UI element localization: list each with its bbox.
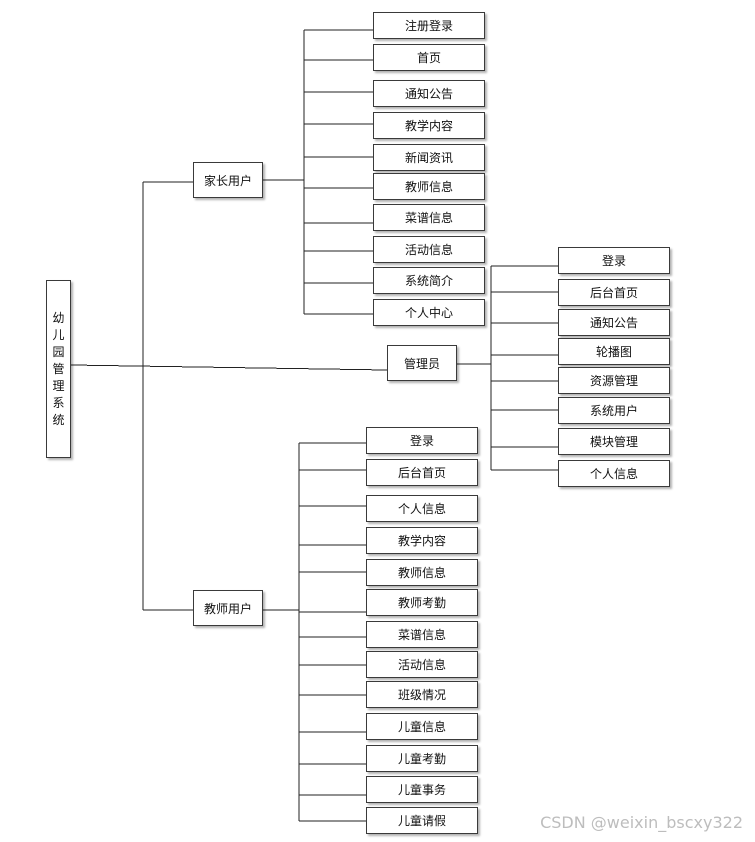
teacher-module-label: 后台首页 [397, 466, 446, 480]
teacher-module-label: 登录 [409, 434, 434, 448]
teacher-module-label: 儿童信息 [397, 720, 446, 734]
teacher-module-label: 教师信息 [397, 566, 446, 580]
parent-module-7: 菜谱信息 [373, 204, 485, 231]
parent-module-label: 教学内容 [404, 119, 453, 133]
teacher-module-5: 教师信息 [366, 559, 478, 586]
parent-module-label: 通知公告 [404, 87, 453, 101]
teacher-module-3: 个人信息 [366, 495, 478, 522]
parent-module-6: 教师信息 [373, 173, 485, 200]
admin-module-label: 登录 [601, 254, 626, 268]
admin-module-1: 登录 [558, 247, 670, 274]
parent-module-1: 注册登录 [373, 12, 485, 39]
parent-module-8: 活动信息 [373, 236, 485, 263]
teacher-module-label: 教师考勤 [397, 596, 446, 610]
teacher-module-4: 教学内容 [366, 527, 478, 554]
admin-module-label: 个人信息 [589, 467, 638, 481]
teacher-module-9: 班级情况 [366, 681, 478, 708]
admin-module-2: 后台首页 [558, 279, 670, 306]
parent-module-5: 新闻资讯 [373, 144, 485, 171]
teacher-module-10: 儿童信息 [366, 713, 478, 740]
parent-module-label: 新闻资讯 [404, 151, 453, 165]
parent-module-label: 菜谱信息 [404, 211, 453, 225]
teacher-module-8: 活动信息 [366, 651, 478, 678]
branch-admin-label: 管理员 [403, 356, 440, 371]
admin-module-label: 轮播图 [595, 345, 632, 359]
admin-module-label: 通知公告 [589, 316, 638, 330]
teacher-module-6: 教师考勤 [366, 589, 478, 616]
teacher-module-label: 儿童请假 [397, 814, 446, 828]
parent-module-10: 个人中心 [373, 299, 485, 326]
parent-module-label: 注册登录 [404, 19, 453, 33]
admin-module-label: 模块管理 [589, 435, 638, 449]
admin-module-6: 系统用户 [558, 397, 670, 424]
parent-module-label: 首页 [416, 51, 441, 65]
teacher-module-label: 教学内容 [397, 534, 446, 548]
branch-teacher-label: 教师用户 [203, 601, 252, 616]
teacher-module-11: 儿童考勤 [366, 745, 478, 772]
teacher-module-label: 个人信息 [397, 502, 446, 516]
parent-module-label: 系统简介 [404, 274, 453, 288]
branch-parent-label: 家长用户 [203, 173, 252, 188]
teacher-module-13: 儿童请假 [366, 807, 478, 834]
parent-module-label: 个人中心 [404, 306, 453, 320]
parent-module-9: 系统简介 [373, 267, 485, 294]
parent-module-4: 教学内容 [373, 112, 485, 139]
root-to-admin-line [70, 364, 388, 371]
admin-module-3: 通知公告 [558, 309, 670, 336]
parent-module-2: 首页 [373, 44, 485, 71]
admin-module-8: 个人信息 [558, 460, 670, 487]
branch-parent-user: 家长用户 [193, 162, 263, 198]
branch-teacher-user: 教师用户 [193, 590, 263, 626]
admin-module-label: 后台首页 [589, 286, 638, 300]
parent-module-label: 活动信息 [404, 243, 453, 257]
parent-module-label: 教师信息 [404, 180, 453, 194]
branch-admin: 管理员 [387, 345, 457, 381]
teacher-module-label: 班级情况 [397, 688, 446, 702]
teacher-module-7: 菜谱信息 [366, 621, 478, 648]
admin-module-5: 资源管理 [558, 367, 670, 394]
admin-module-label: 资源管理 [589, 374, 638, 388]
csdn-watermark: CSDN @weixin_bscxy322 [540, 813, 743, 832]
admin-module-label: 系统用户 [589, 404, 638, 418]
parent-module-3: 通知公告 [373, 80, 485, 107]
root-label: 幼儿园管理系统 [52, 310, 65, 427]
root-node: 幼儿园管理系统 [46, 280, 71, 458]
admin-module-4: 轮播图 [558, 338, 670, 365]
admin-module-7: 模块管理 [558, 428, 670, 455]
teacher-module-label: 活动信息 [397, 658, 446, 672]
teacher-module-2: 后台首页 [366, 459, 478, 486]
teacher-module-12: 儿童事务 [366, 776, 478, 803]
teacher-module-label: 菜谱信息 [397, 628, 446, 642]
teacher-module-label: 儿童考勤 [397, 752, 446, 766]
teacher-module-label: 儿童事务 [397, 783, 446, 797]
teacher-module-1: 登录 [366, 427, 478, 454]
